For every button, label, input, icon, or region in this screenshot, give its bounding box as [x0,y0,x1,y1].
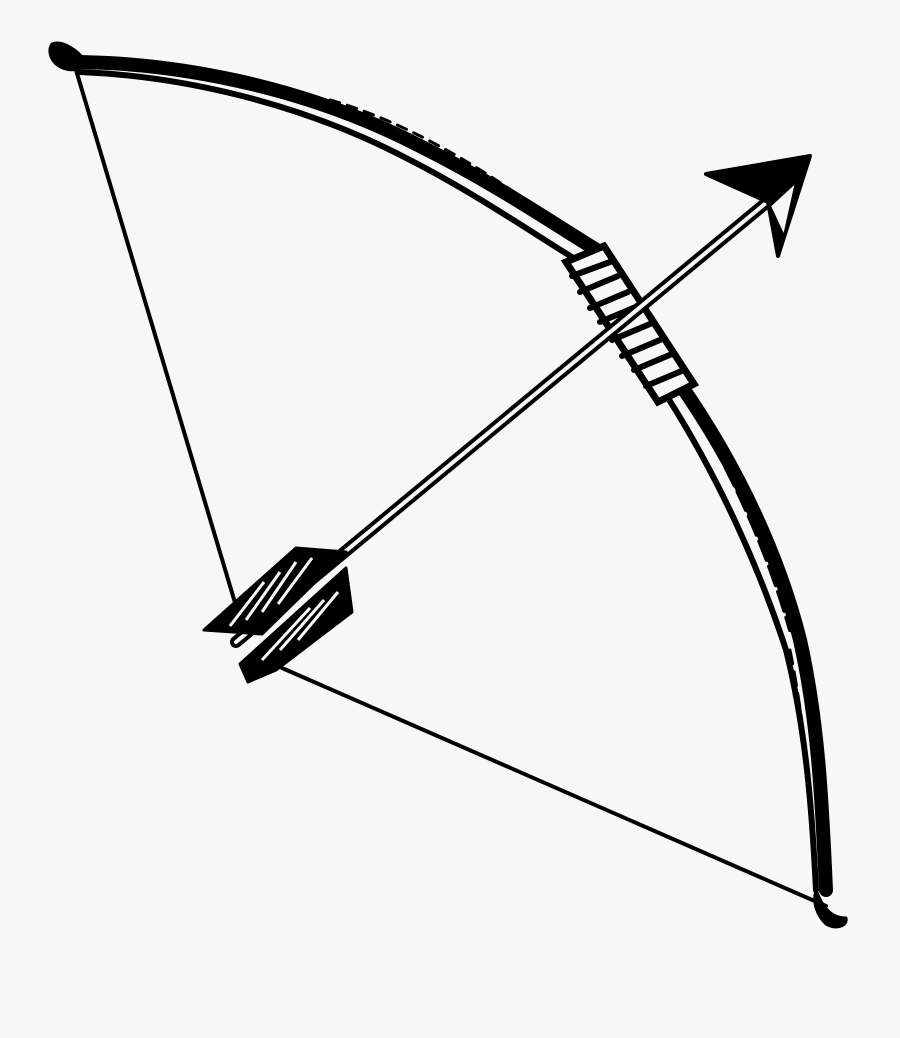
bow-limb [48,41,848,929]
bowstring [74,68,828,908]
arrow-fletching [202,546,354,684]
arrowhead [704,154,812,258]
bow-grip [560,241,700,407]
